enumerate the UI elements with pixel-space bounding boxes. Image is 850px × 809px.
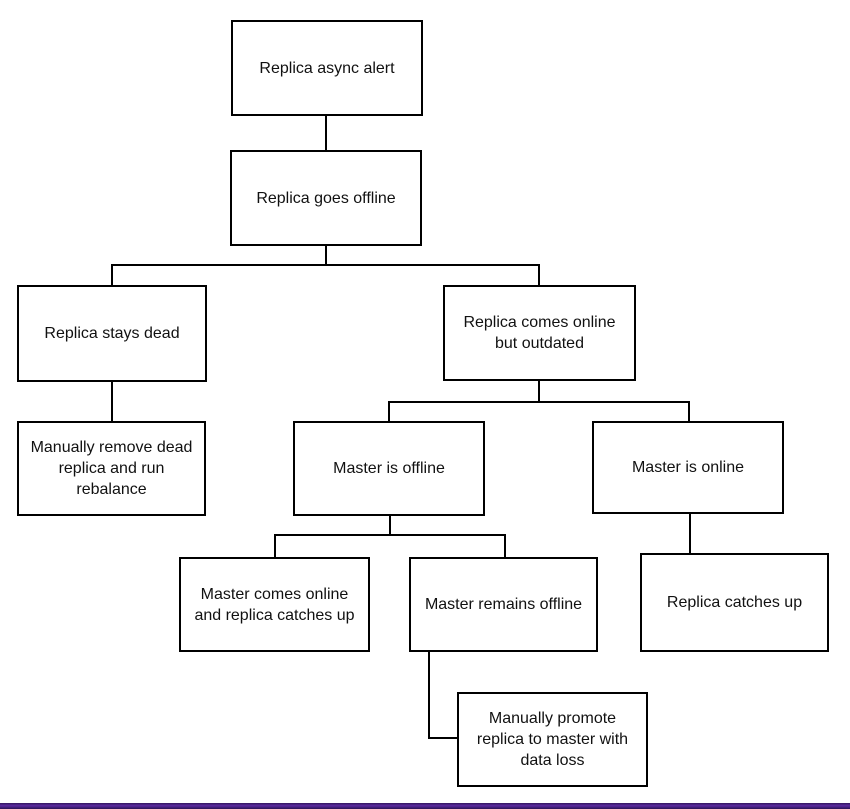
node-replica-goes-offline: Replica goes offline (230, 150, 422, 246)
node-label-replica-stays-dead: Replica stays dead (44, 325, 180, 342)
node-master-remains-offline: Master remains offline (409, 557, 598, 652)
connector-stays-dead-to-remove (111, 380, 113, 423)
node-manually-remove-dead-replica: Manually remove dead replica and run reb… (17, 421, 206, 516)
node-manually-promote-replica: Manually promote replica to master with … (457, 692, 648, 787)
connector-goes-offline-stem (325, 244, 327, 266)
connector-master-offline-stem (389, 514, 391, 536)
connector-split1-to-comes-online (538, 264, 540, 287)
node-label-manually-remove-dead-replica: Manually remove dead replica and run reb… (30, 439, 193, 498)
connector-remains-offline-elbow-horizontal (428, 737, 459, 739)
connector-split3-to-master-remains-offline (504, 534, 506, 559)
connector-comes-online-stem (538, 379, 540, 403)
connector-remains-offline-elbow-vertical (428, 650, 430, 739)
node-label-replica-comes-online-but-outdated: Replica comes online but outdated (463, 314, 616, 352)
node-label-replica-goes-offline: Replica goes offline (256, 189, 396, 207)
node-label-master-is-online: Master is online (631, 459, 745, 476)
bottom-accent-bar (0, 803, 850, 809)
node-label-master-comes-online-replica-catches-up: Master comes online and replica catches … (194, 585, 355, 624)
connector-split2-to-master-online (688, 401, 690, 423)
connector-split2-to-master-offline (388, 401, 390, 423)
connector-split2-horizontal (388, 401, 690, 403)
node-replica-async-alert: Replica async alert (231, 20, 423, 116)
node-label-master-remains-offline: Master remains offline (424, 596, 583, 613)
node-master-is-offline: Master is offline (293, 421, 485, 516)
node-master-is-online: Master is online (592, 421, 784, 514)
node-replica-comes-online-but-outdated: Replica comes online but outdated (443, 285, 636, 381)
node-replica-catches-up: Replica catches up (640, 553, 829, 652)
connector-split1-horizontal (111, 264, 540, 266)
node-replica-stays-dead: Replica stays dead (17, 285, 207, 382)
connector-alert-to-goes-offline (325, 114, 327, 152)
node-label-master-is-offline: Master is offline (333, 460, 445, 477)
connector-master-online-to-catches-up (689, 512, 691, 555)
connector-split3-horizontal (274, 534, 506, 536)
node-label-replica-async-alert: Replica async alert (259, 59, 395, 77)
node-label-replica-catches-up: Replica catches up (666, 594, 803, 611)
node-label-manually-promote-replica: Manually promote replica to master with … (476, 710, 629, 769)
connector-split1-to-stays-dead (111, 264, 113, 287)
node-master-comes-online-replica-catches-up: Master comes online and replica catches … (179, 557, 370, 652)
connector-split3-to-master-comes-online (274, 534, 276, 559)
